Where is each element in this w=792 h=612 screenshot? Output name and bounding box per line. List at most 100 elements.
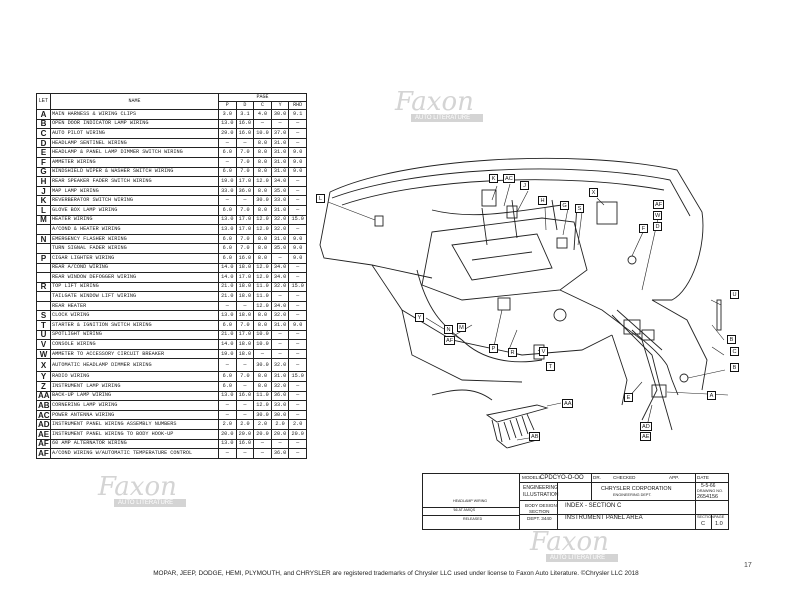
index-page-cell: — — [270, 118, 290, 130]
index-page-cell: 10.0 — [253, 329, 272, 341]
index-name: AMMETER WIRING — [50, 156, 219, 168]
index-page-cell: 15.0 — [288, 214, 307, 226]
index-letter: AF — [36, 448, 51, 459]
index-page-cell: 17.0 — [235, 272, 255, 283]
index-page-cell: 36.0 — [270, 390, 290, 402]
index-name: CONSOLE WIRING — [50, 339, 219, 350]
index-page-cell: 9.0 — [288, 166, 307, 178]
index-page-cell: 9.0 — [288, 233, 307, 245]
index-page-cell: 32.0 — [270, 224, 290, 235]
page-col-y: Y — [270, 101, 290, 110]
index-page-cell: — — [288, 348, 307, 360]
callout-e: E — [624, 393, 633, 402]
index-page-cell: — — [218, 195, 237, 206]
section-label-left: SECTION — [529, 509, 550, 514]
engineering-title-block: MODELS CPDCYO-O-OO DR. CHECKED APP. DATE… — [422, 473, 729, 530]
section-value: C — [701, 521, 706, 527]
index-name: MAIN HARNESS & WIRING CLIPS — [50, 109, 219, 120]
index-name: 60 AMP ALTERNATOR WIRING — [50, 438, 219, 450]
index-page-cell: 8.0 — [253, 310, 272, 322]
index-page-cell: 6.0 — [218, 252, 237, 264]
index-page-cell: 3.1 — [235, 109, 255, 120]
index-name: WINDSHIELD WIPER & WASHER SWITCH WIRING — [50, 166, 219, 178]
index-letter: N — [36, 233, 51, 245]
index-page-cell: 20.0 — [218, 429, 237, 440]
heading-illustration: ILLUSTRATION — [523, 492, 559, 498]
index-page-cell: 7.0 — [235, 233, 255, 245]
callout-h: H — [538, 196, 547, 205]
index-page-cell: 12.0 — [253, 214, 272, 226]
callout-ad: AD — [640, 422, 652, 431]
index-page-cell: 8.0 — [253, 204, 272, 216]
watermark-sub-bottom: AUTO LITERATURE — [546, 554, 618, 562]
index-page-cell: 16.0 — [235, 390, 255, 402]
dr-label: DR. — [593, 475, 601, 480]
callout-x: X — [589, 188, 598, 197]
section-caption: SECTION — [697, 515, 714, 519]
watermark-sub-left: AUTO LITERATURE — [114, 499, 186, 507]
checked-label: CHECKED — [613, 475, 636, 480]
callout-b-upper: B — [727, 335, 736, 344]
index-name: REAR WINDOW DEFOGGER WIRING — [50, 272, 219, 283]
index-letter: F — [36, 156, 51, 168]
page-value: 1.0 — [715, 521, 723, 527]
index-page-cell: 13.0 — [218, 214, 237, 226]
index-page-cell: — — [235, 400, 255, 411]
index-name: REAR SPEAKER FADER SWITCH WIRING — [50, 176, 219, 187]
index-page-cell: — — [288, 185, 307, 197]
index-page-cell: 8.0 — [253, 371, 272, 383]
index-page-cell: — — [218, 448, 237, 459]
callout-v: V — [539, 347, 548, 356]
index-letter: AF — [36, 438, 51, 450]
index-page-cell: 31.0 — [270, 166, 290, 178]
index-page-cell: 2.0 — [253, 419, 272, 430]
index-page-cell: — — [288, 400, 307, 411]
index-page-cell: 31.0 — [270, 137, 290, 149]
index-page-cell: — — [288, 381, 307, 392]
callout-l: L — [316, 194, 325, 203]
index-letter: T — [36, 320, 51, 331]
index-page-cell: 8.0 — [253, 243, 272, 254]
index-page-cell: 31.0 — [270, 156, 290, 168]
index-page-cell: 32.0 — [270, 214, 290, 226]
index-page-cell: 12.0 — [253, 176, 272, 187]
index-page-cell: 9.0 — [288, 147, 307, 158]
index-page-cell: 8.0 — [253, 381, 272, 392]
index-page-cell: 30.0 — [253, 358, 272, 373]
page-header: PAGE — [218, 93, 307, 102]
index-page-cell: — — [270, 291, 290, 302]
index-page-cell: 34.0 — [270, 262, 290, 274]
index-page-cell: 13.0 — [218, 224, 237, 235]
page-number: 17 — [744, 562, 752, 569]
index-name: AUTOMATIC HEADLAMP DIMMER WIRING — [50, 358, 219, 373]
index-name: MAP LAMP WIRING — [50, 185, 219, 197]
index-page-cell: 11.0 — [253, 291, 272, 302]
index-page-cell: 7.0 — [235, 320, 255, 331]
instrument-panel-diagram: K AC J X H G S AF W D F L U Y N AF M P R… — [312, 150, 752, 480]
index-name: RADIO WIRING — [50, 371, 219, 383]
index-page-cell: 30.0 — [253, 409, 272, 421]
index-name: HEADLAMP SENTINEL WIRING — [50, 137, 219, 149]
index-name: TOP LIFT WIRING — [50, 281, 219, 293]
app-label: APP. — [669, 475, 679, 480]
let-header: LET — [36, 93, 51, 110]
index-name: POWER ANTENNA WIRING — [50, 409, 219, 421]
index-page-cell: 17.0 — [235, 329, 255, 341]
index-page-cell: 7.0 — [235, 243, 255, 254]
index-page-cell: 31.0 — [270, 147, 290, 158]
index-letter: AB — [36, 400, 51, 411]
index-page-cell: — — [253, 438, 272, 450]
index-page-cell: 34.0 — [270, 272, 290, 283]
